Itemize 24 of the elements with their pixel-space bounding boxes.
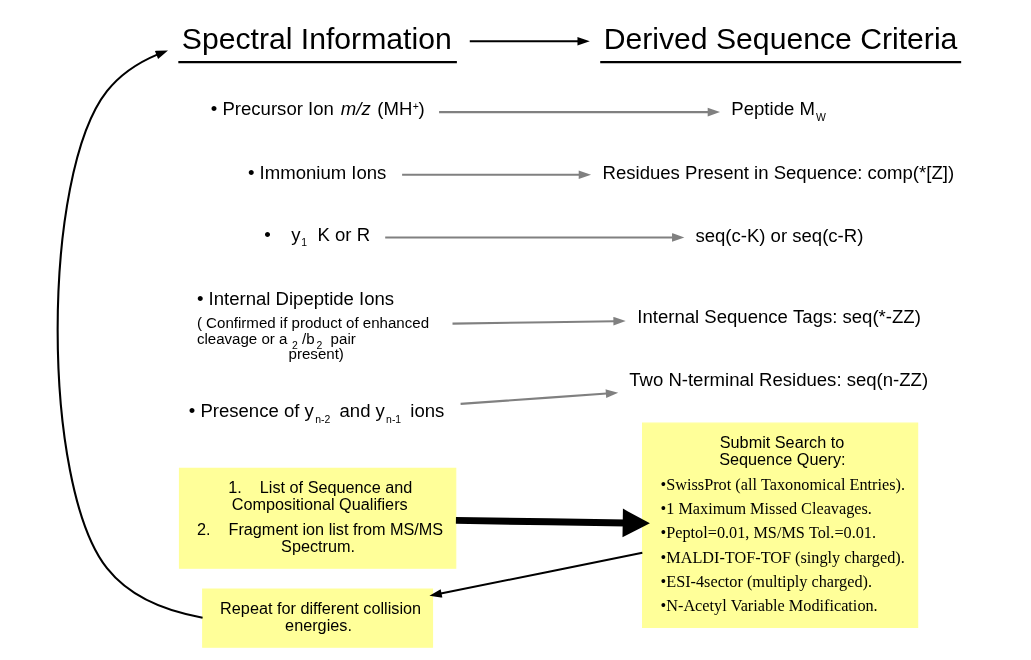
node-text: • Precursor Ion m/z (MH$^{+}$) — [210, 98, 425, 120]
node-text: Residues Present in Sequence: comp(*[Z]) — [602, 162, 955, 184]
arrow — [455, 508, 650, 538]
arrow — [469, 36, 590, 46]
node-box: Repeat for different collision energies. — [202, 588, 434, 648]
node-text: • Immonium Ions — [247, 162, 387, 184]
node-box: Submit Search to Sequence Query: •SwissProt (all Taxonomical Entries). •1 Maximum Missed Cleavages. •Peptol=0.01, MS/MS Tol.=0.01. •MALDI-TOF-TOF (singly charged). •ESI-4sector (multiply charged). •N-Acetyl Variable Modification. — [642, 422, 919, 628]
node-text: seq(c-K) or seq(c-R) — [695, 224, 864, 246]
node-text: • Internal Dipeptide Ions ( Confirmed if product of enhanced cleavage or a$_{2}$/b$_{2}$ pair present) — [196, 287, 430, 362]
arrow — [385, 233, 685, 242]
node-text: Two N-terminal Residues: seq(n-ZZ) — [629, 368, 929, 390]
node-text: • Presence of y$_{n-2}$ and y$_{n-1}$ ions — [188, 400, 445, 425]
arrow — [452, 316, 626, 326]
node-text: Spectral Information — [181, 22, 452, 56]
arrow — [429, 551, 643, 598]
node-text: Internal Sequence Tags: seq(*-ZZ) — [637, 306, 921, 328]
node-text: • y$_{1}$ K or R — [264, 223, 371, 249]
arrow — [402, 170, 592, 180]
arrow — [439, 107, 720, 117]
node-box: 1. List of Sequence and Compositional Qualifiers 2. Fragment ion list from MS/MS Spectrum. — [178, 467, 457, 569]
arrow — [56, 50, 203, 619]
node-text: Peptide M$_{W}$ — [731, 98, 826, 123]
node-text: Derived Sequence Criteria — [603, 22, 958, 56]
arrow — [460, 389, 619, 405]
